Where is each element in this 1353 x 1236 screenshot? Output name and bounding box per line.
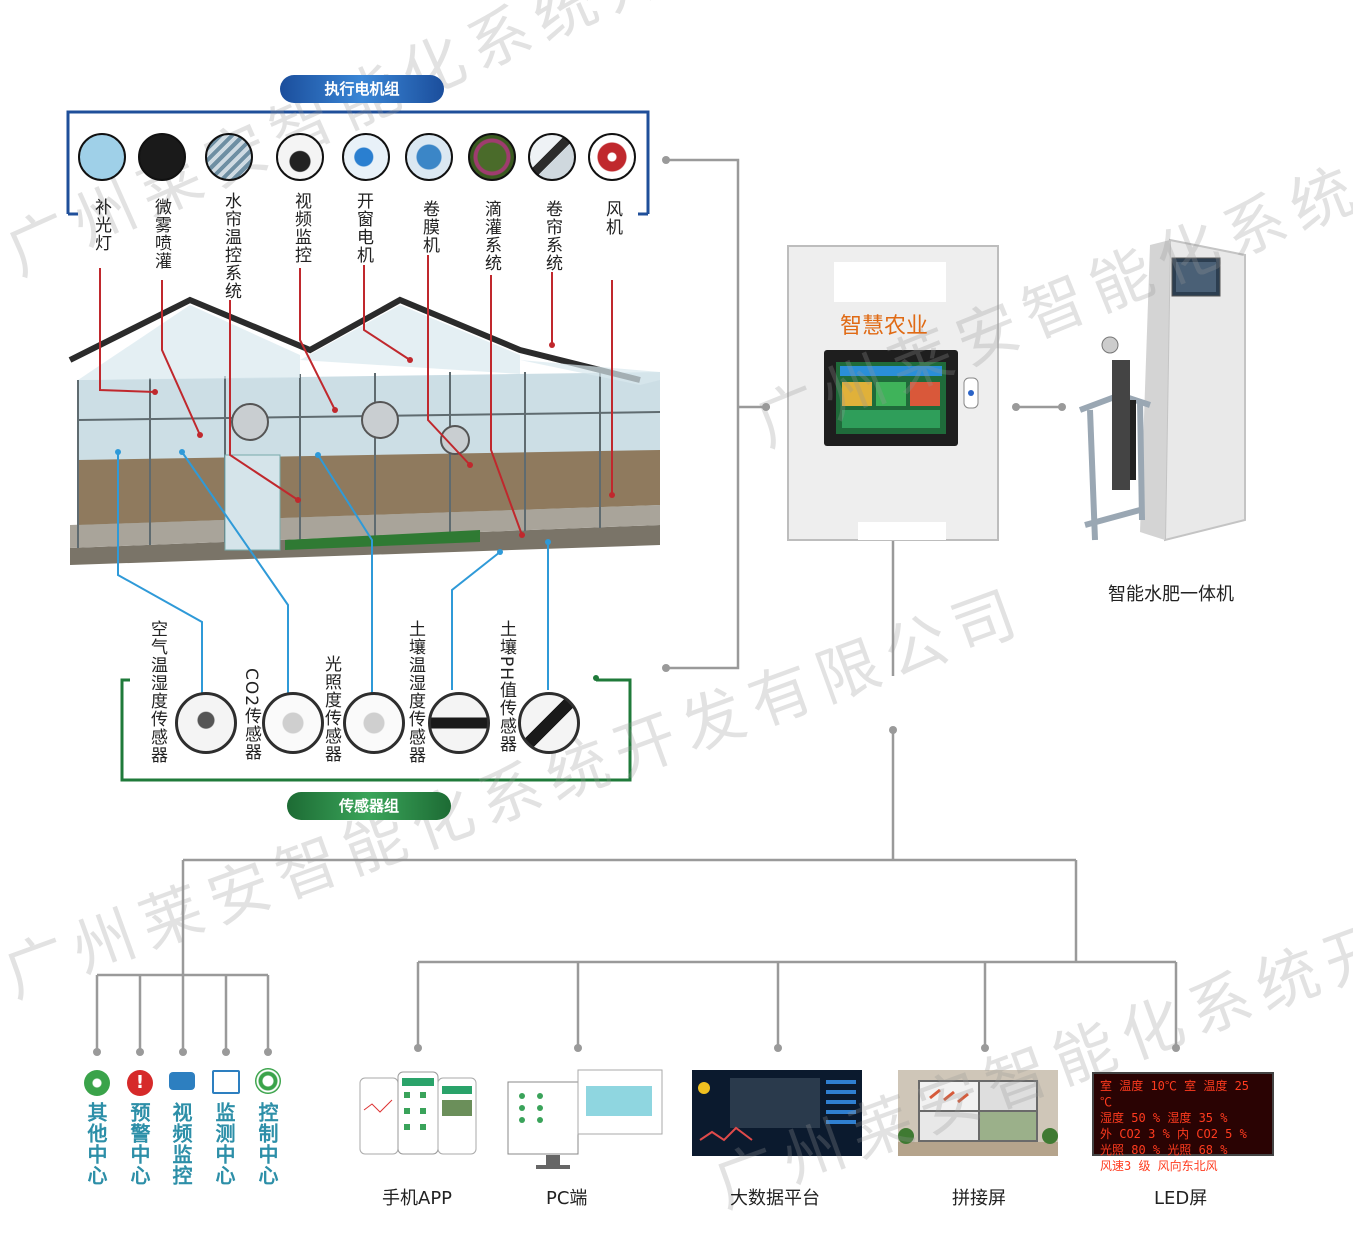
pc-image: [507, 1069, 663, 1169]
sensor-label-soil-ph: 土壤PH值传感器: [496, 620, 516, 754]
center-label-monitor: 监测中心: [212, 1102, 236, 1186]
actuator-label-roller-shade: 卷帘系统: [542, 200, 562, 272]
actuator-label-drip-irrigation: 滴灌系统: [481, 200, 501, 272]
center-label-alert: 预警中心: [127, 1102, 151, 1186]
alert-icon: !: [127, 1070, 153, 1096]
led-line: 室 温度 10℃ 室 温度 25 ℃: [1100, 1079, 1250, 1109]
control-ring-icon: [255, 1068, 281, 1094]
fertilizer-label: 智能水肥一体机: [1108, 584, 1234, 605]
actuator-group-title: 执行电机组: [280, 75, 444, 103]
film-roller-icon: [405, 133, 453, 181]
terminal-label-splice-screen: 拼接屏: [952, 1188, 1006, 1209]
drip-irrigation-icon: [468, 133, 516, 181]
actuator-label-window-motor: 开窗电机: [353, 192, 373, 264]
camera-icon: [276, 133, 324, 181]
fertilizer-machine: [1078, 238, 1246, 542]
sensor-label-soil-humidity: 土壤温湿度传感器: [405, 620, 425, 764]
sensor-group-title: 传感器组: [287, 792, 451, 820]
mist-spray-icon: [138, 133, 186, 181]
cctv-icon: [169, 1072, 195, 1090]
led-line: 光照 80 % 光照 68 %: [1100, 1143, 1228, 1157]
control-cabinet: [787, 245, 999, 541]
led-line: 湿度 50 % 湿度 35 %: [1100, 1111, 1228, 1125]
sensor-label-air-humidity: 空气温湿度传感器: [147, 620, 167, 764]
co2-sensor-icon: [262, 692, 324, 754]
wet-curtain-icon: [205, 133, 253, 181]
air-humidity-sensor-icon: [175, 692, 237, 754]
light-sensor-icon: [343, 692, 405, 754]
terminal-label-big-data: 大数据平台: [730, 1188, 820, 1209]
sensor-label-light: 光照度传感器: [321, 655, 341, 763]
center-label-other: 其他中心: [84, 1102, 108, 1186]
splicing-screen-image: [898, 1070, 1058, 1156]
sensor-label-co2: CO2传感器: [241, 668, 261, 762]
window-motor-icon: [342, 133, 390, 181]
actuator-label-film-roller: 卷膜机: [419, 200, 439, 254]
led-screen-image: 室 温度 10℃ 室 温度 25 ℃ 湿度 50 % 湿度 35 % 外 CO2…: [1092, 1072, 1274, 1173]
actuator-label-grow-light: 补光灯: [91, 198, 111, 252]
greenhouse-illustration: [68, 296, 661, 565]
actuator-label-camera: 视频监控: [291, 192, 311, 264]
soil-humidity-sensor-icon: [428, 692, 490, 754]
soil-ph-sensor-icon: [518, 692, 580, 754]
terminal-label-phone-app: 手机APP: [382, 1188, 453, 1209]
gear-icon: [84, 1070, 110, 1096]
big-data-platform-image: [692, 1070, 862, 1156]
monitor-icon: [212, 1070, 240, 1094]
actuator-label-mist-spray: 微雾喷灌: [151, 198, 171, 270]
terminal-label-led: LED屏: [1154, 1188, 1208, 1209]
led-line: 风速3 级 风向东北风: [1100, 1159, 1218, 1173]
led-line: 外 CO2 3 % 内 CO2 5 %: [1100, 1127, 1247, 1141]
actuator-label-fan: 风机: [602, 200, 622, 236]
phone-app-image: [359, 1071, 477, 1155]
fan-icon: [588, 133, 636, 181]
actuator-label-wet-curtain: 水帘温控系统: [221, 192, 241, 300]
terminal-label-pc: PC端: [546, 1188, 588, 1209]
roller-shade-icon: [528, 133, 576, 181]
grow-light-icon: [78, 133, 126, 181]
center-label-video: 视频监控: [169, 1102, 193, 1186]
controller-brand: 智慧农业: [840, 314, 929, 339]
center-label-control: 控制中心: [255, 1102, 279, 1186]
